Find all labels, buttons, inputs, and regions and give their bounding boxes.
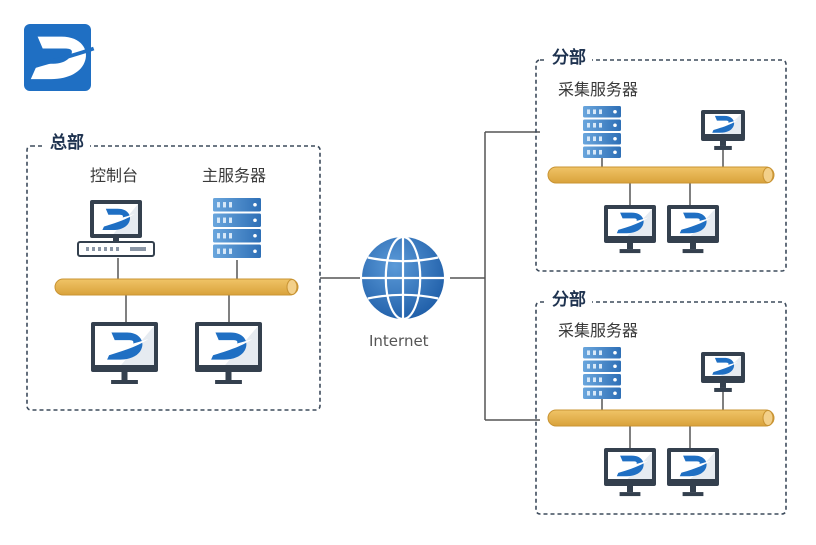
hq-monitor-2 <box>195 322 262 384</box>
hq-main-server-icon <box>213 198 261 258</box>
branch-1-server-label: 采集服务器 <box>558 80 639 99</box>
branch-1-monitor-1 <box>604 205 656 254</box>
branch-2-server-icon <box>583 347 621 399</box>
console-computer <box>77 200 155 257</box>
hq-title: 总部 <box>44 135 90 152</box>
branch-1-monitor-top <box>701 110 745 150</box>
branch-1-bus <box>547 166 775 184</box>
hq-server-label: 主服务器 <box>202 166 267 185</box>
branch-2-frame <box>535 301 787 515</box>
internet-label: Internet <box>369 332 429 350</box>
branch-1-frame <box>535 59 787 272</box>
d-logo-icon <box>24 24 95 91</box>
branch-2-monitor-1 <box>604 448 656 497</box>
branch-2-title: 分部 <box>546 292 592 309</box>
network-buses <box>54 166 775 427</box>
branch-2-server-label: 采集服务器 <box>558 321 639 340</box>
devices <box>24 24 745 497</box>
branch-1-title: 分部 <box>546 50 592 67</box>
hq-frame <box>26 145 321 411</box>
hq-bus <box>54 278 299 296</box>
branch-2-bus <box>547 409 775 427</box>
branch-2-monitor-top <box>701 352 745 392</box>
hq-monitor-1 <box>91 322 158 384</box>
branch-1-monitor-2 <box>667 205 719 254</box>
branch-1-server-icon <box>583 106 621 158</box>
globe-icon <box>362 235 444 321</box>
branch-2-monitor-2 <box>667 448 719 497</box>
group-frames <box>26 59 787 515</box>
hq-console-label: 控制台 <box>90 166 139 185</box>
